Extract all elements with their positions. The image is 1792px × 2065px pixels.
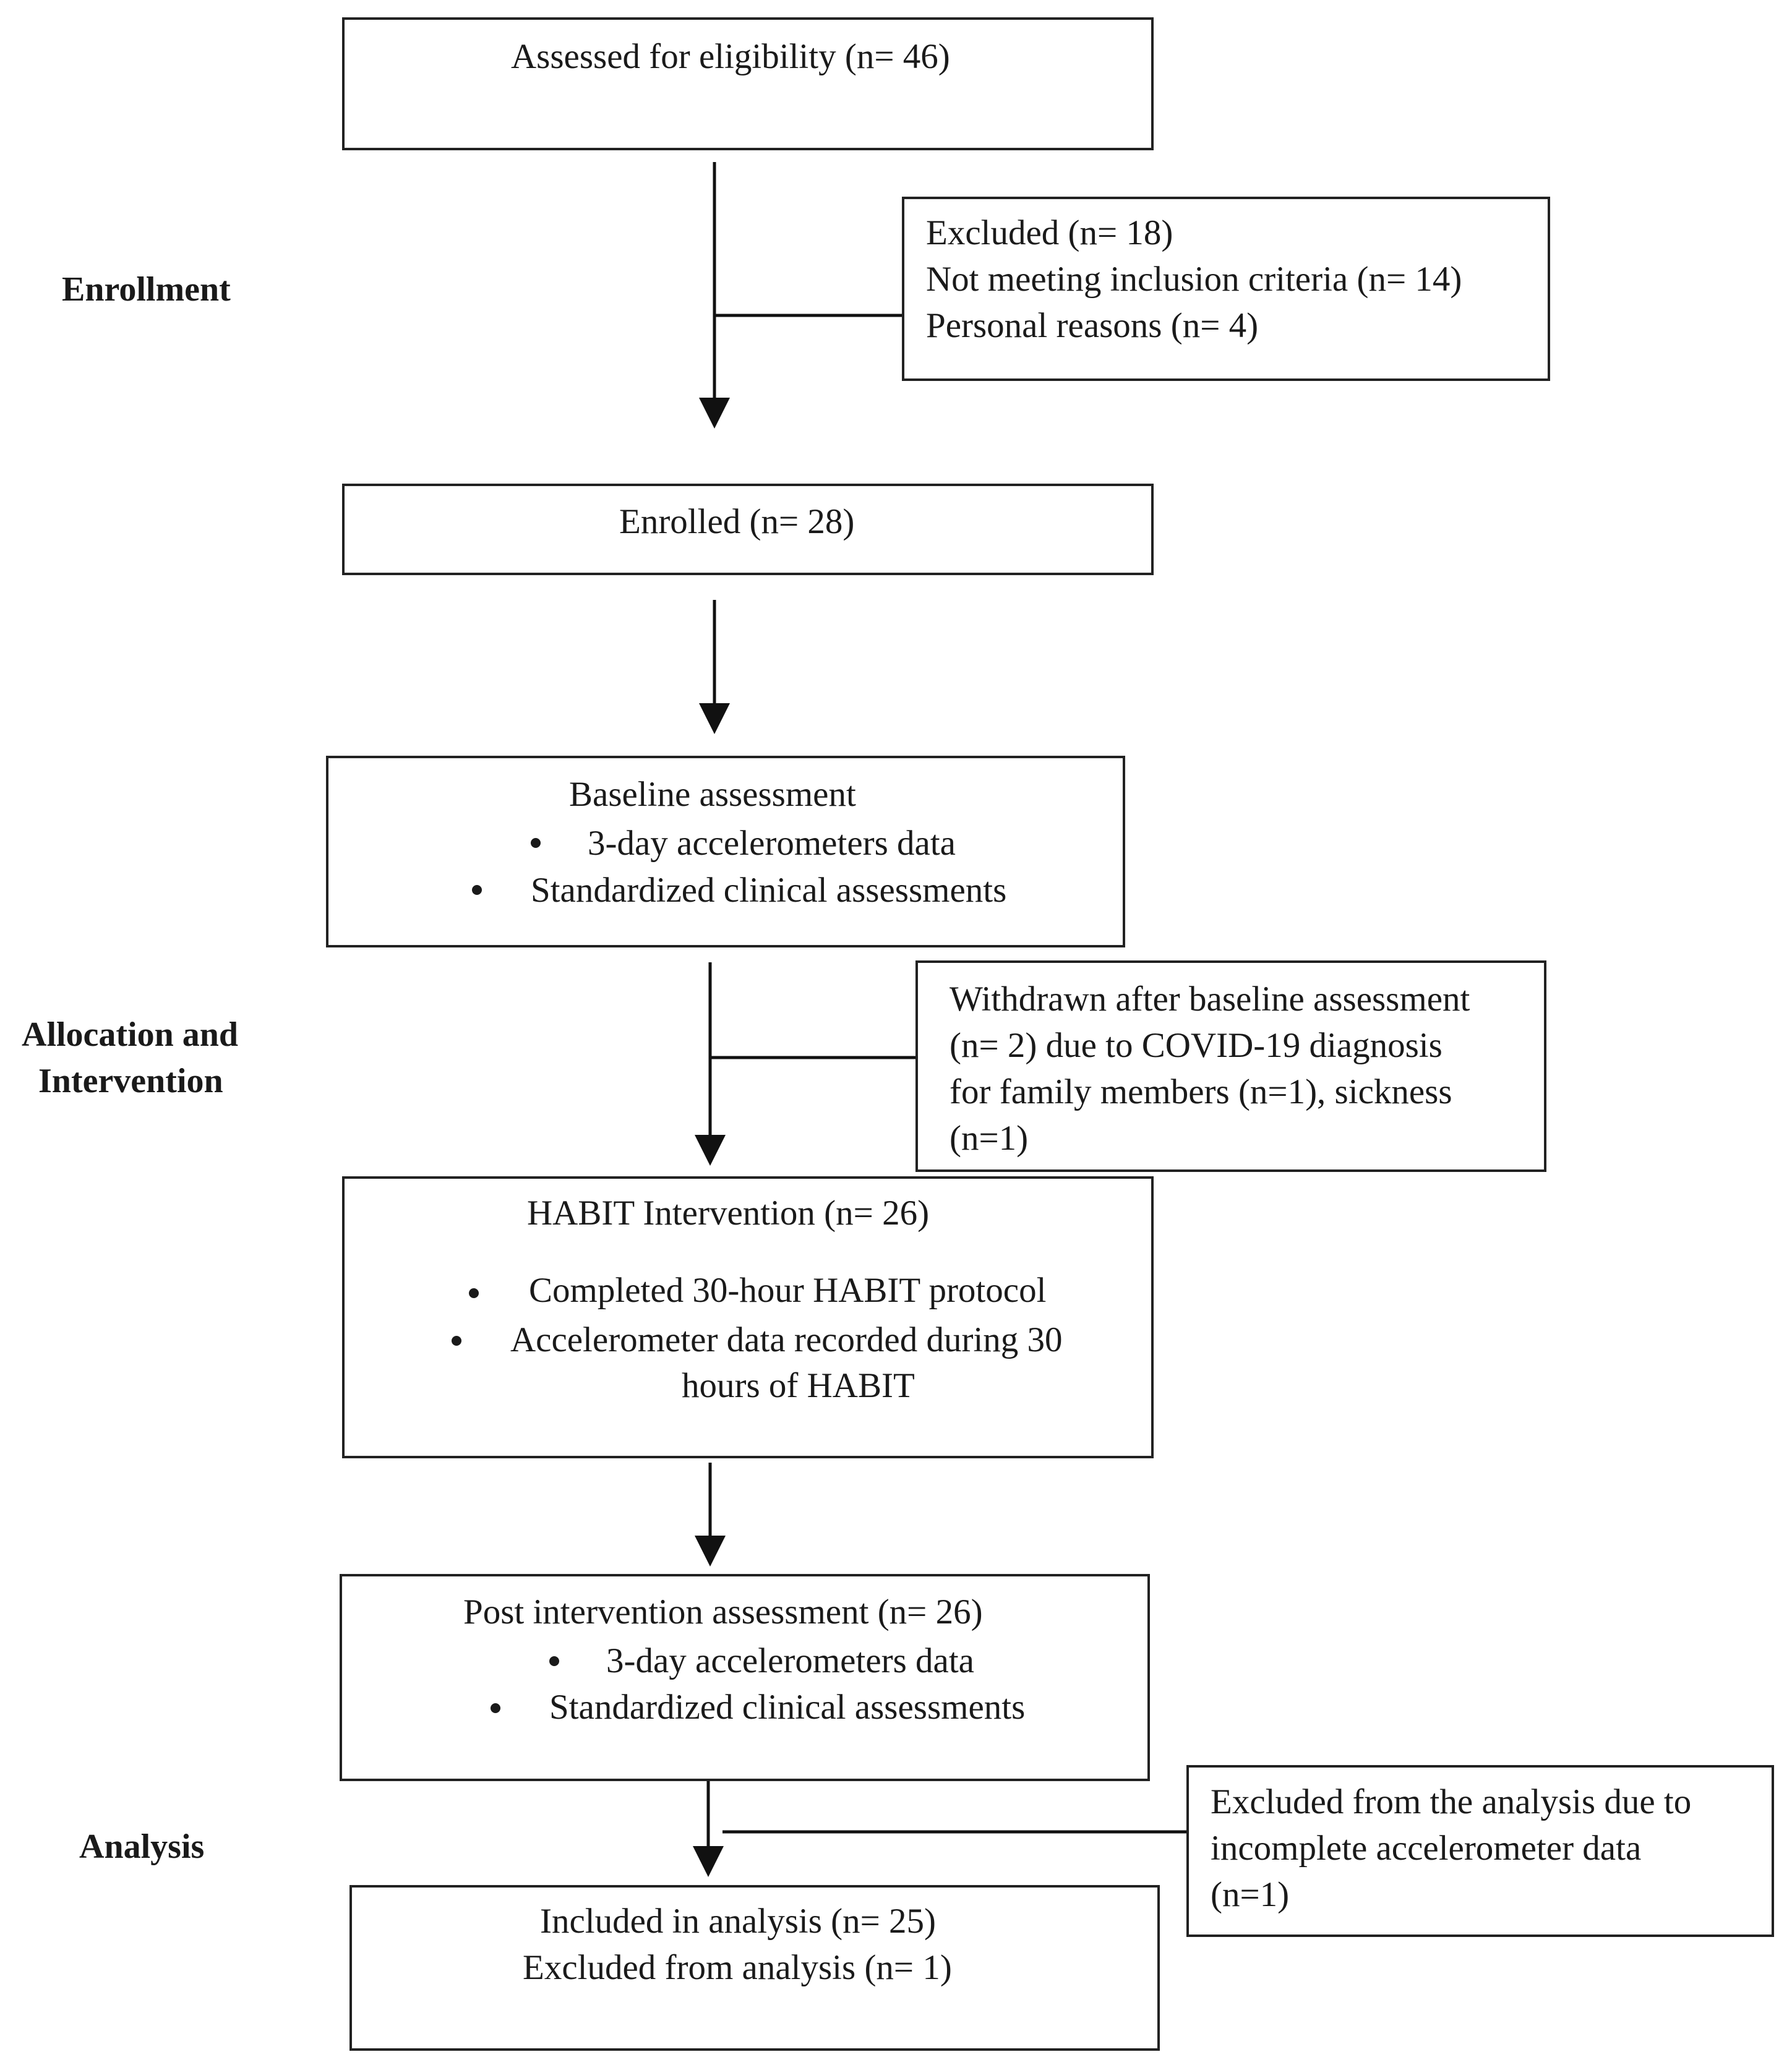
- excluded-reason-1: Not meeting inclusion criteria (n= 14): [926, 260, 1462, 299]
- excluded-reason-2: Personal reasons (n= 4): [926, 306, 1259, 345]
- excluded-analysis-line-2: incomplete accelerometer data: [1211, 1829, 1642, 1868]
- habit-bullet-1: [469, 1288, 479, 1298]
- baseline-box: [326, 756, 1125, 947]
- withdrawn-line-2: (n= 2) due to COVID-19 diagnosis: [950, 1026, 1443, 1065]
- stage-label-intervention: Intervention: [38, 1062, 223, 1100]
- habit-box: [342, 1176, 1154, 1458]
- baseline-title: Baseline assessment: [569, 775, 856, 814]
- excluded-analysis-line-3: (n=1): [1211, 1875, 1290, 1914]
- excluded-box: [902, 197, 1550, 381]
- habit-item-2-continuation: hours of HABIT: [682, 1366, 915, 1405]
- habit-bullet-2: [452, 1336, 461, 1346]
- habit-item-1: Completed 30-hour HABIT protocol: [529, 1271, 1047, 1310]
- stage-label-enrollment: Enrollment: [62, 270, 231, 309]
- included-box: [349, 1885, 1160, 2051]
- post-bullet-1: [549, 1656, 559, 1666]
- enrolled-box: [342, 484, 1154, 575]
- stage-label-analysis: Analysis: [79, 1828, 205, 1866]
- excluded-title: Excluded (n= 18): [926, 213, 1173, 252]
- stage-label-allocation: Allocation and: [22, 1015, 239, 1054]
- enrolled-title: Enrolled (n= 28): [619, 502, 855, 541]
- habit-title: HABIT Intervention (n= 26): [527, 1194, 930, 1233]
- baseline-item-2: Standardized clinical assessments: [531, 871, 1007, 910]
- post-bullet-2: [491, 1703, 500, 1713]
- excluded-analysis-box: [1186, 1765, 1774, 1937]
- withdrawn-line-1: Withdrawn after baseline assessment: [950, 980, 1470, 1019]
- post-item-2: Standardized clinical assessments: [549, 1688, 1026, 1727]
- excluded-analysis-line-1: Excluded from the analysis due to: [1211, 1782, 1692, 1821]
- assessed-title: Assessed for eligibility (n= 46): [511, 37, 950, 76]
- withdrawn-line-3: for family members (n=1), sickness: [950, 1072, 1452, 1111]
- post-item-1: 3-day accelerometers data: [606, 1641, 974, 1680]
- withdrawn-box: [915, 960, 1546, 1172]
- baseline-bullet-1: [531, 838, 541, 848]
- post-title: Post intervention assessment (n= 26): [463, 1593, 983, 1631]
- habit-item-2: Accelerometer data recorded during 30: [510, 1320, 1063, 1359]
- included-line-1: Included in analysis (n= 25): [540, 1902, 936, 1941]
- withdrawn-line-4: (n=1): [950, 1119, 1029, 1158]
- assessed-box: [342, 17, 1154, 150]
- post-box: [340, 1574, 1150, 1781]
- included-line-2: Excluded from analysis (n= 1): [523, 1948, 952, 1987]
- baseline-item-1: 3-day accelerometers data: [588, 824, 956, 863]
- baseline-bullet-2: [472, 885, 482, 895]
